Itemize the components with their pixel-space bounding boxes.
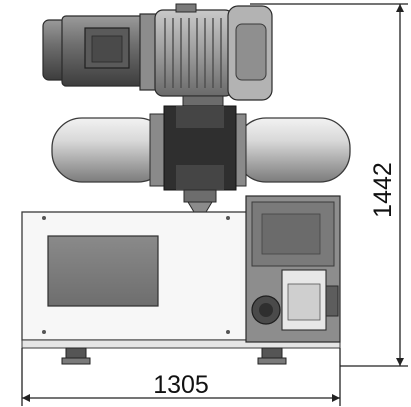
silencer-tanks [51, 105, 351, 213]
motor-blower-unit [42, 3, 273, 111]
width-dimension [21, 348, 341, 406]
height-label: 1442 [369, 162, 397, 218]
control-cabinet [245, 195, 341, 343]
machine-feet [61, 347, 287, 365]
height-dimension [250, 3, 408, 367]
width-label: 1305 [153, 371, 209, 399]
base-frame [21, 211, 341, 349]
